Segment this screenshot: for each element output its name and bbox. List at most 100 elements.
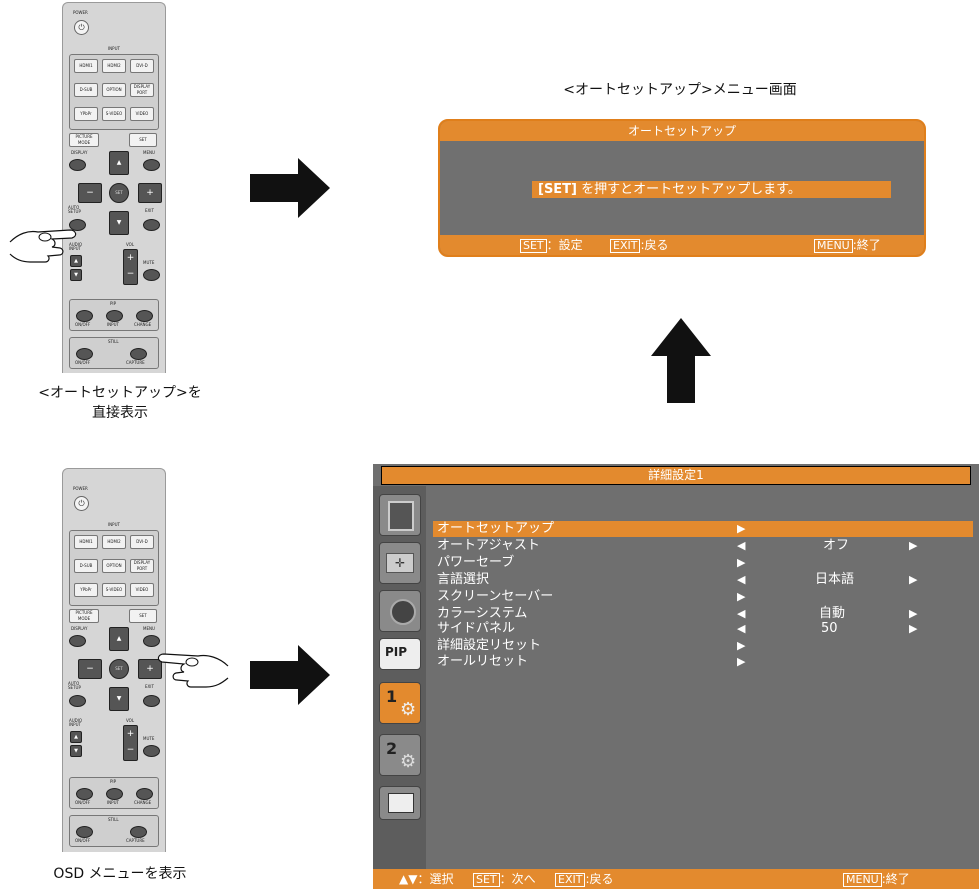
input-key[interactable]: VIDEO (130, 107, 154, 121)
still-onoff-button[interactable] (76, 826, 93, 838)
pip-change-button[interactable] (136, 310, 153, 322)
auto-setup-label: AUTO SETUP (68, 681, 81, 690)
menu-item-label: オールリセット (437, 654, 529, 669)
menu-row-auto-setup[interactable]: オートセットアップ ▶ (433, 521, 973, 537)
input-key[interactable]: HDMI1 (74, 535, 98, 549)
display-button[interactable] (69, 635, 86, 647)
volume-rocker[interactable]: +− (123, 249, 138, 285)
exit-button[interactable] (143, 695, 160, 707)
down-button[interactable]: ▼ (109, 687, 129, 711)
set-key-top[interactable]: SET (129, 609, 157, 623)
exit-key-badge: EXIT (555, 873, 586, 887)
volume-rocker[interactable]: +− (123, 725, 138, 761)
input-key[interactable]: HDMI1 (74, 59, 98, 73)
menu-row-color-system[interactable]: カラーシステム ◀ 自動 ▶ (433, 606, 973, 622)
advanced-settings-1-tab-icon[interactable]: 1 ⚙ (379, 682, 421, 724)
input-key[interactable]: OPTION (102, 83, 126, 97)
up-button[interactable]: ▲ (109, 151, 129, 175)
set-button[interactable]: SET (109, 659, 129, 679)
power-button[interactable]: ⏻ (74, 496, 89, 511)
pip-label: PIP (110, 779, 117, 784)
arrow-right-icon (250, 158, 330, 218)
menu-item-label: オートアジャスト (437, 538, 540, 553)
pip-panel: PIP ON/OFF INPUT CHANGE (69, 299, 159, 331)
footer-label: ：選択 (417, 872, 454, 886)
input-key[interactable]: S-VIDEO (102, 583, 126, 597)
audio-tab-icon[interactable] (379, 590, 421, 632)
information-tab-icon[interactable] (379, 786, 421, 820)
input-key[interactable]: DISPLAY PORT (130, 559, 154, 573)
input-key[interactable]: D-SUB (74, 559, 98, 573)
minus-button[interactable]: − (78, 183, 102, 203)
set-button[interactable]: SET (109, 183, 129, 203)
menu-row-screen-saver[interactable]: スクリーンセーバー ▶ (433, 589, 973, 605)
advanced-settings-2-tab-icon[interactable]: 2 ⚙ (379, 734, 421, 776)
input-key[interactable]: S-VIDEO (102, 107, 126, 121)
input-label: INPUT (108, 522, 120, 527)
up-button[interactable]: ▲ (109, 627, 129, 651)
power-button[interactable]: ⏻ (74, 20, 89, 35)
menu-button[interactable] (143, 635, 160, 647)
pip-key-label: CHANGE (134, 800, 152, 805)
pip-change-button[interactable] (136, 788, 153, 800)
audio-down-button[interactable]: ▼ (70, 745, 82, 757)
input-key[interactable]: D-SUB (74, 83, 98, 97)
input-key[interactable]: OPTION (102, 559, 126, 573)
power-label: POWER (73, 486, 88, 491)
input-key[interactable]: VIDEO (130, 583, 154, 597)
exit-button[interactable] (143, 219, 160, 231)
set-key-top[interactable]: SET (129, 133, 157, 147)
input-key[interactable]: DISPLAY PORT (130, 83, 154, 97)
still-capture-button[interactable] (130, 826, 147, 838)
down-button[interactable]: ▼ (109, 211, 129, 235)
menu-row-language[interactable]: 言語選択 ◀ 日本語 ▶ (433, 572, 973, 588)
plus-button[interactable]: + (138, 659, 162, 679)
input-key[interactable]: HDMI2 (102, 535, 126, 549)
screen-adjust-tab-icon[interactable]: ✛ (379, 542, 421, 584)
set-key-badge: SET (520, 239, 547, 253)
auto-setup-osd: オートセットアップ [SET] を押すとオートセットアップします。 SET：設定… (438, 119, 926, 257)
picture-tab-icon[interactable] (379, 494, 421, 536)
pip-tab-icon[interactable]: PIP (379, 638, 421, 670)
audio-up-button[interactable]: ▲ (70, 255, 82, 267)
display-label: DISPLAY (71, 626, 88, 631)
picture-mode-button[interactable]: PICTURE MODE (69, 609, 99, 623)
audio-up-button[interactable]: ▲ (70, 731, 82, 743)
still-onoff-button[interactable] (76, 348, 93, 360)
picture-mode-button[interactable]: PICTURE MODE (69, 133, 99, 147)
pip-input-button[interactable] (106, 788, 123, 800)
menu-row-auto-adjust[interactable]: オートアジャスト ◀ オフ ▶ (433, 538, 973, 554)
input-key[interactable]: DVI-D (130, 535, 154, 549)
input-key[interactable]: HDMI2 (102, 59, 126, 73)
minus-button[interactable]: − (78, 659, 102, 679)
auto-setup-label: AUTO SETUP (68, 205, 81, 214)
left-arrow-icon: ◀ (737, 539, 746, 552)
exit-label: EXIT (145, 208, 154, 213)
pip-onoff-button[interactable] (76, 310, 93, 322)
pip-onoff-button[interactable] (76, 788, 93, 800)
input-key[interactable]: DVI-D (130, 59, 154, 73)
pip-tab-label: PIP (385, 645, 408, 659)
audio-down-button[interactable]: ▼ (70, 269, 82, 281)
still-capture-button[interactable] (130, 348, 147, 360)
set-key-badge: [SET] (538, 182, 577, 197)
auto-setup-message[interactable]: [SET] を押すとオートセットアップします。 (532, 181, 891, 198)
input-key[interactable]: YPbPr (74, 583, 98, 597)
auto-setup-button[interactable] (69, 219, 86, 231)
mute-button[interactable] (143, 269, 160, 281)
auto-setup-button[interactable] (69, 695, 86, 707)
menu-button[interactable] (143, 159, 160, 171)
set-key-badge: SET (473, 873, 500, 887)
left-arrow-icon: ◀ (737, 573, 746, 586)
pip-input-button[interactable] (106, 310, 123, 322)
mute-button[interactable] (143, 745, 160, 757)
plus-button[interactable]: + (138, 183, 162, 203)
exit-key-badge: EXIT (610, 239, 641, 253)
menu-row-advanced-reset[interactable]: 詳細設定リセット ▶ (433, 638, 973, 654)
menu-row-power-save[interactable]: パワーセーブ ▶ (433, 555, 973, 571)
caption-osd-menu: OSD メニューを表示 (53, 866, 187, 882)
input-key[interactable]: YPbPr (74, 107, 98, 121)
menu-row-all-reset[interactable]: オールリセット ▶ (433, 654, 973, 670)
display-button[interactable] (69, 159, 86, 171)
menu-row-side-panel[interactable]: サイドパネル ◀ 50 ▶ (433, 621, 973, 637)
